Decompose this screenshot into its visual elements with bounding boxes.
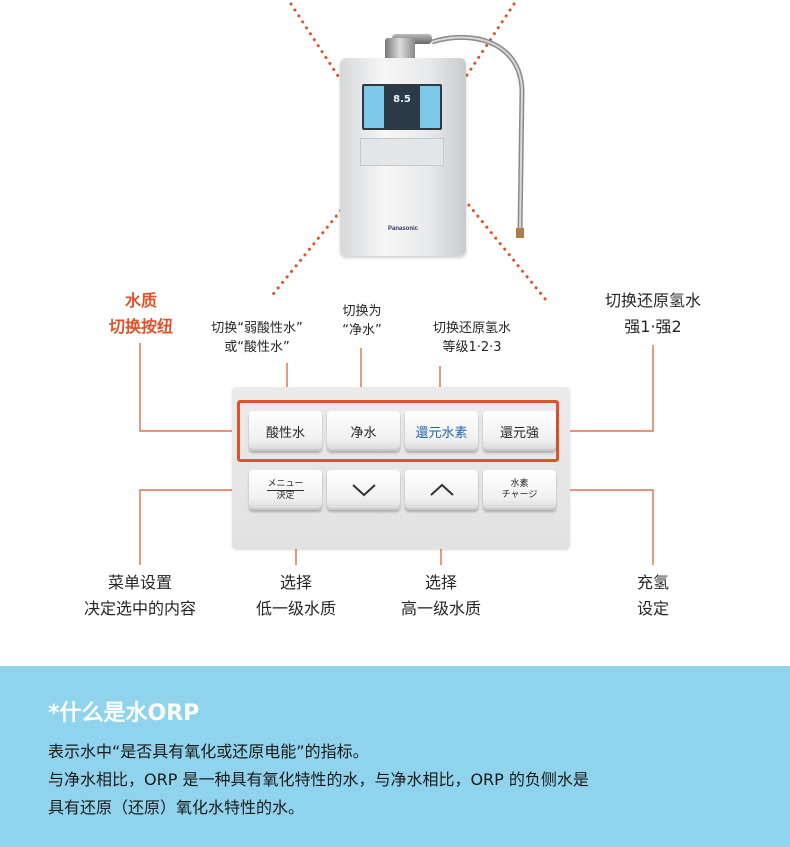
reduce-strong-callout: 切换还原氢水 强1·强2 [590,288,716,340]
screen-value: 8.5 [393,94,411,105]
menu-callout-line1: 菜单设置 [107,573,172,592]
water-switch-title-line1: 水质 [124,291,157,310]
device-brand: Panasonic [387,226,418,232]
reduced-strong-button[interactable]: 還元強 [483,411,556,451]
menu-label: メニュー [267,478,304,491]
down-callout-line1: 选择 [279,573,312,592]
pure-water-button[interactable]: 净水 [327,411,400,451]
reduce-level-callout-line1: 切换还原氢水 [432,321,511,336]
acid-callout: 切换“弱酸性水” 或“酸性水” [192,319,322,357]
orp-info-line-3: 具有还原（还原）氧化水特性的水。 [48,798,305,817]
orp-info-line-1: 表示水中“是否具有氧化或还原电能”的指标。 [48,742,369,761]
charge-label-top: 水素 [510,479,529,489]
up-button[interactable] [405,470,478,510]
chevron-up-icon [429,483,454,496]
pure-callout: 切换为 “净水” [326,302,398,340]
faucet [385,38,415,60]
water-switch-frame [237,400,559,462]
acid-water-button[interactable]: 酸性水 [249,411,322,451]
device-button-panel [360,138,444,166]
menu-confirm-button[interactable]: メニュー 決定 [249,470,322,510]
pure-callout-line1: 切换为 [342,304,382,319]
up-callout-line1: 选择 [424,573,457,592]
water-switch-title: 水质 切换按纽 [96,288,186,340]
pure-callout-line2: “净水” [342,323,382,338]
charge-callout-line2: 设定 [636,599,669,618]
reduced-hydrogen-button[interactable]: 還元水素 [405,411,478,451]
down-callout: 选择 低一级水质 [236,570,356,622]
screen-left-panel [364,86,384,128]
hydrogen-charge-button[interactable]: 水素 チャージ [483,470,556,510]
up-callout-line2: 高一级水质 [400,599,481,618]
orp-info-line-2: 与净水相比，ORP 是一种具有氧化特性的水，与净水相比，ORP 的负侧水是 [48,770,589,789]
up-callout: 选择 高一级水质 [381,570,501,622]
acid-callout-line1: 切换“弱酸性水” [211,321,303,336]
reduce-level-callout: 切换还原氢水 等级1·2·3 [412,319,532,357]
acid-callout-line2: 或“酸性水” [224,340,290,355]
orp-info-box: *什么是水ORP 表示水中“是否具有氧化或还原电能”的指标。 与净水相比，ORP… [0,666,790,847]
down-button[interactable] [327,470,400,510]
charge-callout: 充氢 设定 [613,570,693,622]
water-switch-title-line2: 切换按纽 [108,317,173,336]
chevron-down-icon [351,484,376,497]
orp-info-title: *什么是水ORP [48,701,200,726]
reduce-strong-callout-line2: 强1·强2 [624,317,682,336]
menu-callout-line2: 决定选中的内容 [83,599,196,618]
reduce-level-callout-line2: 等级1·2·3 [442,340,502,355]
charge-callout-line1: 充氢 [636,573,669,592]
water-purifier-image: 8.5 Panasonic [340,58,466,256]
menu-callout: 菜单设置 决定选中的内容 [60,570,220,622]
reduce-strong-callout-line1: 切换还原氢水 [604,291,701,310]
down-callout-line2: 低一级水质 [255,599,336,618]
screen-right-panel [420,86,440,128]
device-screen: 8.5 [362,84,442,130]
confirm-label: 決定 [276,490,295,501]
charge-label-bottom: チャージ [501,490,538,500]
